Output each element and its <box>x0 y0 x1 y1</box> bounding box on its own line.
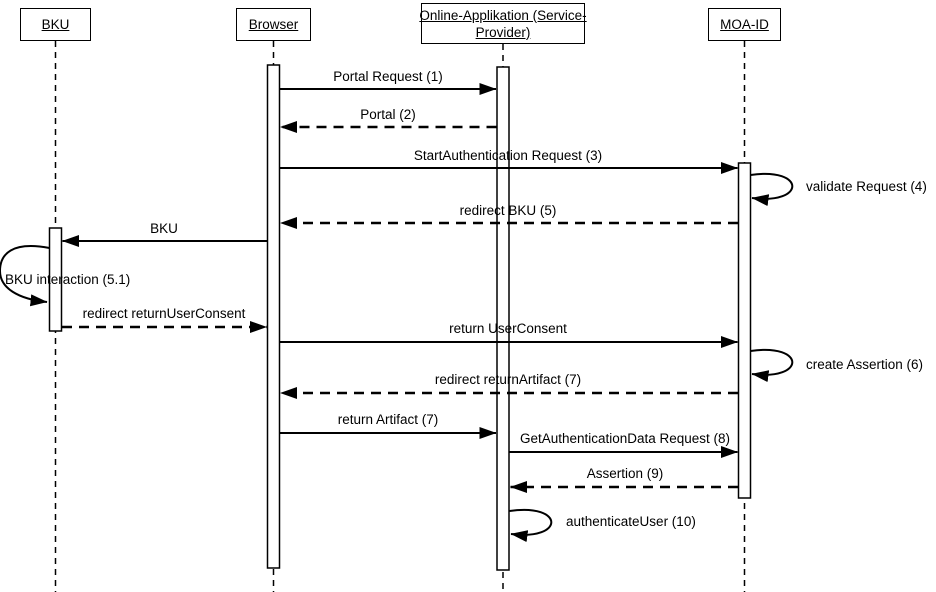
actor-label-browser: Browser <box>248 17 299 32</box>
message-label-portal: Portal (2) <box>360 107 416 122</box>
actor-box-moa-id: MOA-ID <box>708 8 781 41</box>
arrow-create-assertion-self-loop <box>750 348 794 383</box>
message-label-bku: BKU <box>150 221 178 236</box>
actor-label-moa-id: MOA-ID <box>720 17 769 32</box>
message-label-return-artifact: return Artifact (7) <box>337 412 439 427</box>
activation-bar-browser <box>266 64 281 569</box>
message-label-portal-request: Portal Request (1) <box>333 69 443 84</box>
activation-bar-moa-id <box>737 162 752 499</box>
message-label-get-authentication-data-request: GetAuthenticationData Request (8) <box>519 431 731 446</box>
message-label-return-user-consent: return UserConsent <box>449 321 567 336</box>
actor-box-bku: BKU <box>20 8 91 41</box>
arrow-validate-request-self-loop <box>750 172 794 207</box>
message-label-authenticate-user: authenticateUser (10) <box>566 514 696 529</box>
actor-box-browser: Browser <box>236 8 311 41</box>
message-label-assertion: Assertion (9) <box>586 466 664 481</box>
message-label-redirect-bku: redirect BKU (5) <box>459 203 557 218</box>
activation-bar-bku <box>48 227 63 332</box>
message-label-validate-request: validate Request (4) <box>806 179 927 194</box>
activation-bar-online-app <box>496 66 510 571</box>
actor-label-online-app-line2: Provider) <box>475 24 531 40</box>
actor-box-online-app: Online-Applikation (Service- Provider) <box>419 3 587 44</box>
arrow-bku-interaction-self-loop <box>0 245 50 307</box>
message-label-bku-interaction: BKU interaction (5.1) <box>5 272 131 287</box>
actor-label-bku: BKU <box>41 17 70 32</box>
message-label-redirect-return-user-consent: redirect returnUserConsent <box>82 306 246 321</box>
message-label-redirect-return-artifact: redirect returnArtifact (7) <box>434 372 582 387</box>
actor-label-online-app-line1: Online-Applikation (Service- <box>419 7 587 23</box>
message-label-start-authentication-request: StartAuthentication Request (3) <box>413 148 603 163</box>
message-label-create-assertion: create Assertion (6) <box>806 357 924 372</box>
arrow-authenticate-user-self-loop <box>509 508 553 543</box>
